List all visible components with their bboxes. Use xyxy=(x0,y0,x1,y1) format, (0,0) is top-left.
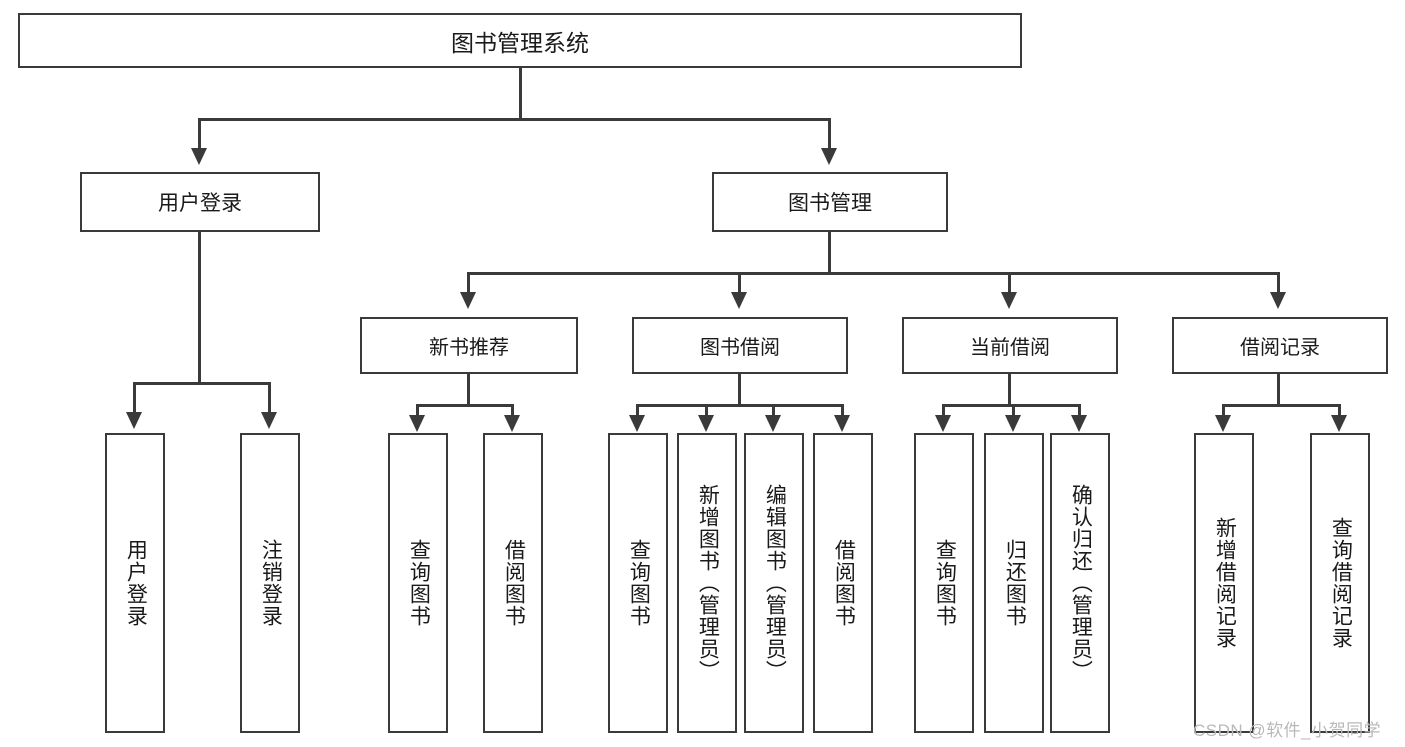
node-book-borrow[interactable]: 图书借阅 xyxy=(632,317,848,374)
connector-new-book-bar xyxy=(416,404,513,407)
leaf-label: 查询图书 xyxy=(407,539,431,627)
leaf-edit-book[interactable]: 编辑图书（管理员） xyxy=(744,433,804,733)
leaf-logout-login[interactable]: 注销登录 xyxy=(240,433,300,733)
node-label: 图书管理系统 xyxy=(451,29,589,56)
connector-cb-l2 xyxy=(1012,404,1015,418)
leaf-label: 用户登录 xyxy=(124,539,148,627)
connector-bm-to-current-borrow xyxy=(1008,272,1011,294)
connector-current-borrow-bar xyxy=(942,404,1081,407)
node-user-login[interactable]: 用户登录 xyxy=(80,172,320,232)
leaf-borrow-book-new-recommend[interactable]: 借阅图书 xyxy=(483,433,543,733)
arrow-to-leaf-return-book xyxy=(1005,415,1021,432)
arrow-to-book-borrow xyxy=(731,292,747,309)
connector-root-to-book-management xyxy=(828,118,831,150)
arrow-to-leaf-logout-login xyxy=(261,412,277,429)
connector-user-login-l2 xyxy=(268,382,271,414)
leaf-add-borrow-record[interactable]: 新增借阅记录 xyxy=(1194,433,1254,733)
node-root-system[interactable]: 图书管理系统 xyxy=(18,13,1022,68)
leaf-label: 注销登录 xyxy=(259,539,283,627)
leaf-label: 新增图书（管理员） xyxy=(696,484,720,682)
connector-root-bar xyxy=(198,118,831,121)
node-label: 图书借阅 xyxy=(700,337,780,359)
connector-book-management-stem xyxy=(828,232,831,274)
leaf-label: 编辑图书（管理员） xyxy=(763,484,787,682)
connector-nb-l1 xyxy=(416,404,419,418)
leaf-user-login[interactable]: 用户登录 xyxy=(105,433,165,733)
arrow-to-leaf-confirm-return xyxy=(1071,415,1087,432)
connector-user-login-l1 xyxy=(133,382,136,414)
connector-bb-l1 xyxy=(636,404,639,418)
leaf-return-book[interactable]: 归还图书 xyxy=(984,433,1044,733)
arrow-to-leaf-query-book-1 xyxy=(409,415,425,432)
arrow-to-borrow-record xyxy=(1270,292,1286,309)
node-label: 图书管理 xyxy=(788,192,872,215)
leaf-query-borrow-record[interactable]: 查询借阅记录 xyxy=(1310,433,1370,733)
leaf-query-book-current[interactable]: 查询图书 xyxy=(914,433,974,733)
node-book-management[interactable]: 图书管理 xyxy=(712,172,948,232)
connector-bb-l4 xyxy=(841,404,844,418)
connector-br-l2 xyxy=(1338,404,1341,418)
connector-user-login-bar xyxy=(133,382,270,385)
connector-book-borrow-stem xyxy=(738,374,741,406)
arrow-to-user-login xyxy=(191,148,207,165)
leaf-label: 归还图书 xyxy=(1003,539,1027,627)
connector-new-book-stem xyxy=(467,374,470,406)
node-label: 借阅记录 xyxy=(1240,337,1320,359)
leaf-label: 借阅图书 xyxy=(502,539,526,627)
connector-cb-l1 xyxy=(942,404,945,418)
connector-nb-l2 xyxy=(511,404,514,418)
connector-bb-l2 xyxy=(705,404,708,418)
connector-user-login-stem xyxy=(198,232,201,384)
connector-book-borrow-bar xyxy=(636,404,844,407)
connector-root-stem xyxy=(519,68,522,120)
connector-root-to-user-login xyxy=(198,118,201,150)
node-current-borrow[interactable]: 当前借阅 xyxy=(902,317,1118,374)
connector-bm-to-new-book xyxy=(467,272,470,294)
arrow-to-leaf-edit-book xyxy=(765,415,781,432)
leaf-label: 查询图书 xyxy=(933,539,957,627)
arrow-to-leaf-add-book xyxy=(698,415,714,432)
leaf-label: 新增借阅记录 xyxy=(1213,517,1237,649)
leaf-confirm-return[interactable]: 确认归还（管理员） xyxy=(1050,433,1110,733)
leaf-query-book-borrow[interactable]: 查询图书 xyxy=(608,433,668,733)
arrow-to-leaf-query-book-2 xyxy=(629,415,645,432)
arrow-to-current-borrow xyxy=(1001,292,1017,309)
leaf-query-book-new-recommend[interactable]: 查询图书 xyxy=(388,433,448,733)
arrow-to-leaf-query-book-3 xyxy=(935,415,951,432)
connector-cb-l3 xyxy=(1078,404,1081,418)
arrow-to-new-book-recommend xyxy=(460,292,476,309)
leaf-label: 查询图书 xyxy=(627,539,651,627)
csdn-watermark: CSDN @软件_小贺同学 xyxy=(1193,721,1382,740)
connector-borrow-record-bar xyxy=(1222,404,1341,407)
connector-book-management-bar xyxy=(467,272,1280,275)
leaf-label: 查询借阅记录 xyxy=(1329,517,1353,649)
arrow-to-book-management xyxy=(821,148,837,165)
connector-borrow-record-stem xyxy=(1277,374,1280,406)
arrow-to-leaf-add-record xyxy=(1215,415,1231,432)
node-label: 新书推荐 xyxy=(429,337,509,359)
arrow-to-leaf-user-login xyxy=(126,412,142,429)
connector-bm-to-borrow-record xyxy=(1277,272,1280,294)
leaf-add-book[interactable]: 新增图书（管理员） xyxy=(677,433,737,733)
arrow-to-leaf-borrow-book-2 xyxy=(834,415,850,432)
node-new-book-recommend[interactable]: 新书推荐 xyxy=(360,317,578,374)
node-label: 用户登录 xyxy=(158,192,242,215)
connector-bm-to-book-borrow xyxy=(738,272,741,294)
node-label: 当前借阅 xyxy=(970,337,1050,359)
arrow-to-leaf-query-record xyxy=(1331,415,1347,432)
arrow-to-leaf-borrow-book-1 xyxy=(504,415,520,432)
leaf-label: 借阅图书 xyxy=(832,539,856,627)
node-borrow-record[interactable]: 借阅记录 xyxy=(1172,317,1388,374)
connector-current-borrow-stem xyxy=(1008,374,1011,406)
connector-bb-l3 xyxy=(772,404,775,418)
leaf-label: 确认归还（管理员） xyxy=(1069,484,1093,682)
connector-br-l1 xyxy=(1222,404,1225,418)
leaf-borrow-book[interactable]: 借阅图书 xyxy=(813,433,873,733)
